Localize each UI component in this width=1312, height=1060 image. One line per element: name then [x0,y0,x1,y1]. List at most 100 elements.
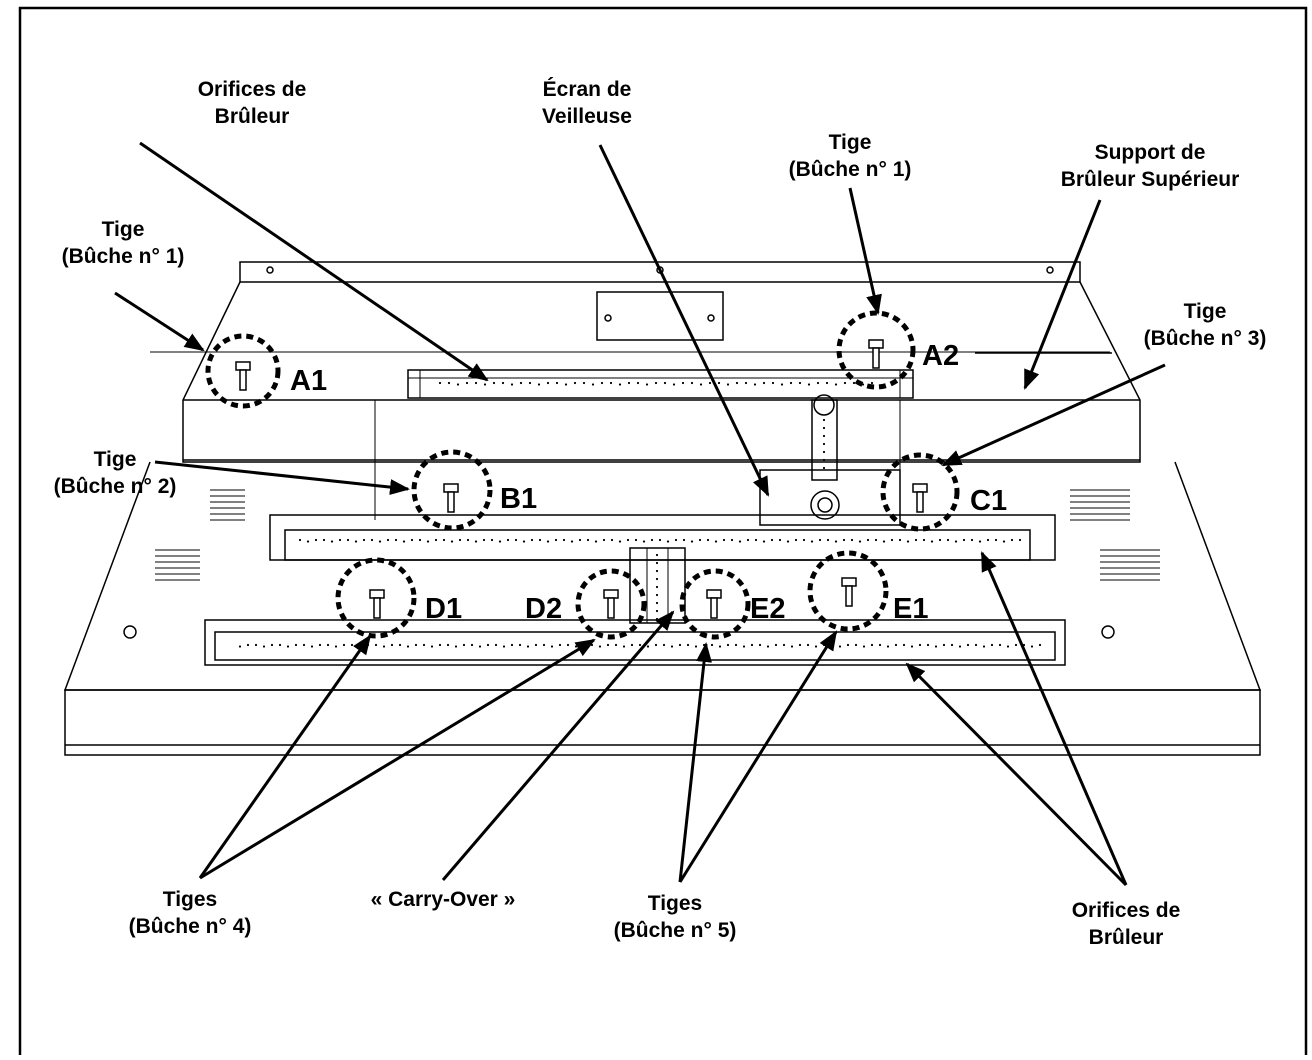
port-dot [994,538,998,542]
port-dot [426,540,430,543]
port-dot [366,643,370,647]
port-dot [510,643,514,647]
port-dot [600,381,604,385]
port-dot [699,383,703,386]
port-dot [609,381,613,385]
port-dot [910,645,914,648]
port-dot [942,643,946,647]
port-dot [537,383,541,386]
port-dot [790,645,794,648]
port-dot [834,383,838,386]
label-tiges4-line1: Tiges [163,888,217,911]
port-dot [410,538,414,542]
code-a2: A2 [922,340,959,372]
port-dot [838,645,842,648]
port-dot [446,643,450,647]
port-dot [302,643,306,647]
port-dot [528,381,532,385]
port-dot [558,643,562,647]
port-dot [830,643,834,647]
port-dot [842,538,846,542]
port-dot [858,540,862,543]
arrow-orifices-bottom-2 [980,551,1128,886]
code-d1: D1 [425,593,462,625]
code-e1: E1 [893,593,928,625]
circle-b1 [411,449,493,531]
port-dot [714,540,718,543]
port-dot [454,645,458,648]
port-dot [382,645,386,648]
port-dot [627,381,631,385]
port-dot [1014,643,1018,647]
port-dot [262,645,266,648]
port-dot [666,540,670,543]
port-dot [954,540,958,543]
port-dot [574,645,578,648]
port-dot [762,540,766,543]
port-dot [718,645,722,648]
port-dot [822,458,826,462]
port-dot [450,540,454,543]
port-dot [826,538,830,542]
port-dot [310,645,314,648]
label-support-line2: Brûleur Supérieur [1061,168,1240,191]
port-dot [682,538,686,542]
label-carry-over: « Carry-Over » [371,888,516,911]
port-dot [591,383,595,386]
circle-e2 [679,568,751,640]
circle-e1 [807,550,889,632]
port-dot [686,643,690,647]
port-dot [590,643,594,647]
arrow-tiges5-e1 [678,630,838,883]
port-dot [314,538,318,542]
port-dot [586,538,590,542]
port-dot [978,540,982,543]
port-dot [519,381,523,385]
port-dot [438,643,442,647]
port-dot [655,585,659,589]
port-dot [654,643,658,647]
bolt-d1 [369,589,385,619]
label-tige-b1-line1: Tige [94,448,137,471]
port-dot [466,538,470,542]
arrow-tiges5-e2 [678,642,712,883]
port-dot [546,381,550,385]
port-dot [934,645,938,648]
port-dot [386,538,390,542]
port-dot [442,538,446,542]
port-dot [626,538,630,542]
port-dot [306,540,310,543]
port-dot [1030,645,1034,648]
port-dot [456,383,460,386]
port-dot [726,383,730,386]
port-dot [822,418,826,422]
port-dot [789,381,793,385]
port-dot [618,540,622,543]
port-dot [670,645,674,648]
port-dot [1018,538,1022,542]
arrow-c1 [941,363,1166,467]
port-dot [474,381,478,385]
port-dot [694,645,698,648]
port-dot [555,381,559,385]
burner-ports [238,381,1042,648]
port-dot [598,645,602,648]
port-dot [662,643,666,647]
port-dot [898,538,902,542]
port-dot [492,381,496,385]
port-dot [578,538,582,542]
arrow-tiges4-d1 [198,634,372,879]
port-dot [430,645,434,648]
port-dot [650,538,654,542]
port-dot [594,540,598,543]
circle-d1 [335,557,417,639]
arrow-tiges4-d2 [199,638,596,880]
port-dot [630,643,634,647]
port-dot [458,538,462,542]
bolt-a2 [868,339,884,369]
label-tige-a1-line1: Tige [102,218,145,241]
port-dot [722,538,726,542]
label-tige-c1-line1: Tige [1184,300,1227,323]
port-dot [822,643,826,647]
port-dot [246,643,250,647]
